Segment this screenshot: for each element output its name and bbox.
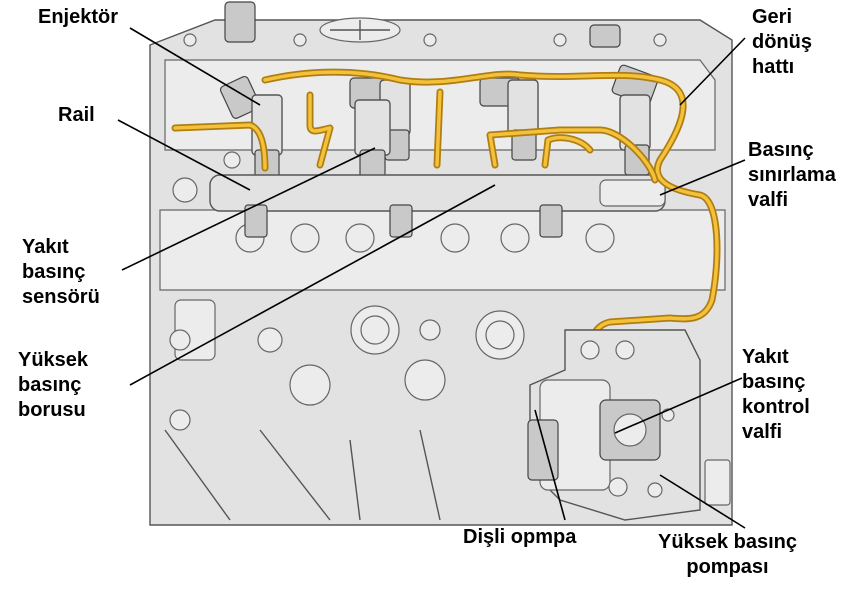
- leader-kontrol-valfi: [614, 377, 743, 434]
- label-geri-donus-hatti: Geri dönüş hattı: [752, 6, 812, 78]
- leader-geri-donus: [679, 37, 746, 106]
- label-yuksek-basinc-pompasi: Yüksek basınç pompası: [658, 531, 797, 578]
- fuel-pressure-sensor-shape: [354, 99, 391, 196]
- label-yuksek-basinc-borusu: Yüksek basınç borusu: [18, 349, 89, 421]
- label-yakit-basinc-kontrol-valfi: Yakıt basınç kontrol valfi: [742, 346, 810, 443]
- leader-borusu: [129, 184, 496, 386]
- rail-shape: [209, 151, 666, 238]
- leader-pompasi: [659, 474, 746, 529]
- fuel-pipes: [171, 68, 721, 364]
- leader-basinc-sinirlama: [659, 159, 746, 196]
- label-disli-pompa: Dişli opmpa: [463, 526, 577, 548]
- injector-3: [479, 77, 539, 161]
- label-yakit-basinc-sensoru: Yakıt basınç sensörü: [22, 236, 100, 308]
- label-rail: Rail: [58, 104, 95, 126]
- leader-enjektor: [129, 27, 261, 106]
- leader-rail: [117, 119, 251, 191]
- leader-disli-pompa: [534, 409, 566, 521]
- label-basinc-sinirlama-valfi: Basınç sınırlama valfi: [748, 139, 836, 211]
- leader-sensor: [121, 147, 376, 271]
- label-enjektor: Enjektör: [38, 6, 119, 28]
- leader-lines: [117, 27, 746, 529]
- high-pressure-pump-shape: [527, 329, 701, 521]
